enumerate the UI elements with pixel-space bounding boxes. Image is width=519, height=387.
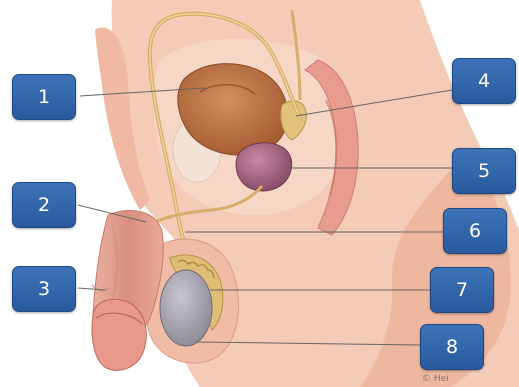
testis [160,270,212,346]
label-2-text: 2 [38,194,50,216]
label-1-text: 1 [38,86,50,108]
label-8-text: 8 [446,336,458,358]
label-3-text: 3 [38,278,50,300]
label-2[interactable]: 2 [12,182,76,228]
label-8[interactable]: 8 [420,324,484,370]
copyright-credit: © Hei [422,374,449,384]
label-6[interactable]: 6 [443,208,507,254]
label-5-text: 5 [478,160,490,182]
label-4-text: 4 [478,70,490,92]
glans [92,299,146,370]
prostate [236,143,292,191]
label-6-text: 6 [469,220,481,242]
label-3[interactable]: 3 [12,266,76,312]
label-1[interactable]: 1 [12,74,76,120]
label-5[interactable]: 5 [452,148,516,194]
label-4[interactable]: 4 [452,58,516,104]
label-7[interactable]: 7 [430,267,494,313]
label-7-text: 7 [456,279,468,301]
